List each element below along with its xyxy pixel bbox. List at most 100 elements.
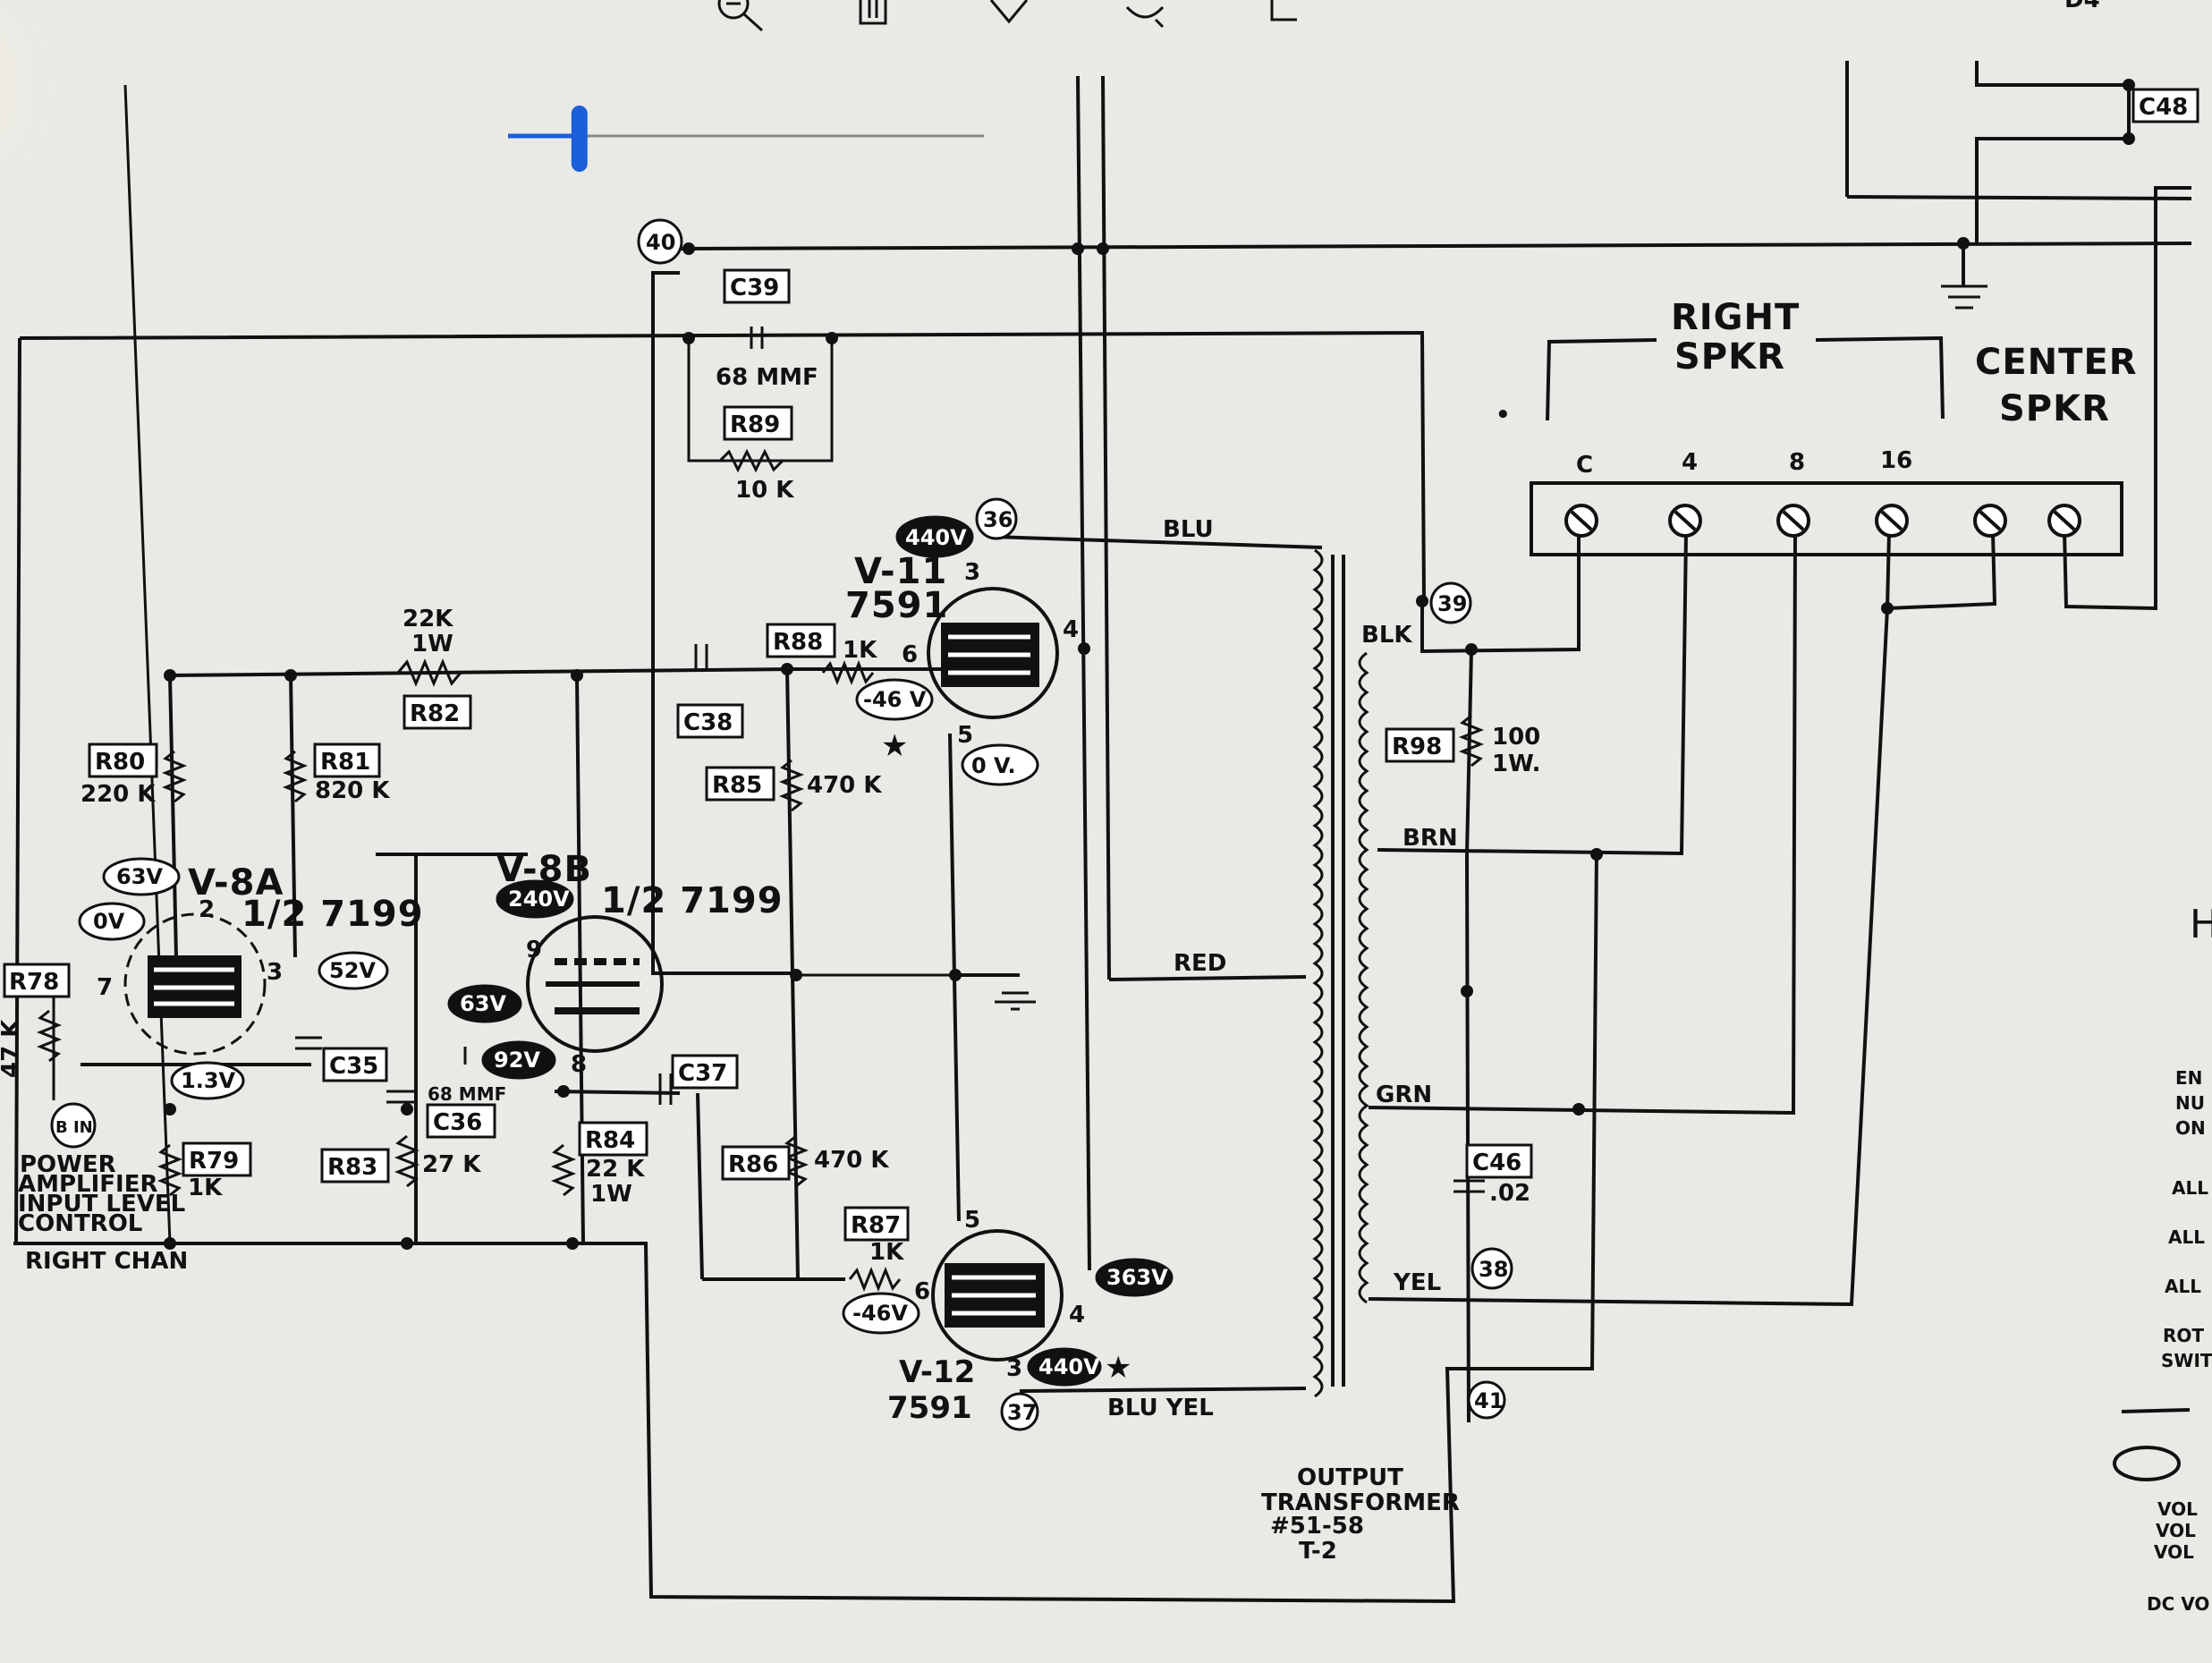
pin-4: 4: [1063, 616, 1079, 643]
svg-text:63V: 63V: [460, 991, 506, 1016]
svg-text:R85: R85: [712, 772, 762, 799]
junction-dots: [164, 79, 2135, 1250]
zoom-slider-thumb[interactable]: [571, 106, 588, 172]
svg-text:ALL: ALL: [2172, 1177, 2208, 1199]
svg-text:R98: R98: [1392, 734, 1442, 760]
svg-text:-46 V: -46 V: [863, 687, 927, 712]
tube-v8b: V-8B 1/2 7199: [496, 849, 783, 1053]
svg-text:ROT: ROT: [2163, 1325, 2204, 1346]
terminal-screw-icon: [1776, 504, 1810, 538]
transformer-label: OUTPUT TRANSFORMER #51-58 T-2: [1261, 1464, 1460, 1565]
svg-text:240V: 240V: [508, 887, 570, 912]
right-speaker-label-2: SPKR: [1674, 336, 1785, 378]
pin-4: 4: [1069, 1302, 1085, 1328]
wire-blu-label: BLU: [1163, 516, 1214, 543]
svg-text:R89: R89: [730, 412, 780, 438]
r84-value-1: 22 K: [586, 1156, 645, 1183]
pin-9: 9: [526, 937, 542, 963]
label-c36: C36: [426, 1103, 496, 1139]
label-r78: R78: [3, 963, 71, 998]
center-speaker-label-2: SPKR: [1999, 388, 2110, 429]
svg-text:R86: R86: [728, 1151, 778, 1178]
pin-5: 5: [964, 1207, 980, 1234]
input-level-control-label: POWER AMPLIFIER INPUT LEVEL CONTROL RIGH…: [18, 1151, 188, 1275]
pin-6: 6: [902, 641, 918, 668]
pin-3: 3: [964, 559, 980, 586]
zoom-slider[interactable]: [508, 106, 984, 172]
r81-value: 820 K: [315, 777, 390, 804]
svg-text:POWER: POWER: [20, 1151, 116, 1178]
pin-3: 3: [1006, 1355, 1022, 1382]
r80-value: 220 K: [81, 781, 156, 808]
voltage-v8a-cathode: 1.3V: [170, 1061, 245, 1100]
wire-blu-yel-label: BLU YEL: [1107, 1395, 1214, 1421]
svg-text:NU: NU: [2175, 1092, 2205, 1114]
label-c48: C48: [2131, 88, 2199, 123]
zoom-in-icon[interactable]: [717, 0, 764, 32]
r78-value: 47 K: [0, 1019, 24, 1078]
r79-value: 1K: [188, 1175, 223, 1201]
svg-text:440V: 440V: [1038, 1354, 1100, 1379]
wire-grn-label: GRN: [1376, 1082, 1432, 1108]
svg-text:R87: R87: [851, 1212, 901, 1239]
tube-v8a: V-8A 1/2 7199: [123, 862, 423, 1056]
svg-text:363V: 363V: [1106, 1265, 1168, 1290]
node-40: 40: [637, 218, 683, 265]
terminal-screw-icon: [1875, 504, 1909, 538]
svg-text:C46: C46: [1472, 1150, 1521, 1176]
star-icon: ★: [881, 728, 908, 764]
svg-text:TRANSFORMER: TRANSFORMER: [1261, 1489, 1460, 1516]
svg-text:C36: C36: [433, 1109, 482, 1136]
voltage-v11-plate: 440V: [895, 515, 974, 558]
terminal-screw-icon: [2047, 504, 2081, 538]
tube-v11: V-11 7591: [845, 551, 1059, 719]
heart-icon[interactable]: [989, 0, 1029, 24]
wire-yel-label: YEL: [1393, 1269, 1441, 1296]
label-r88: R88: [766, 623, 836, 658]
svg-text:AMPLIFIER: AMPLIFIER: [18, 1171, 158, 1198]
svg-text:37: 37: [1007, 1400, 1037, 1425]
r98-value-2: 1W.: [1492, 751, 1541, 777]
svg-text:63V: 63V: [116, 864, 163, 889]
label-r98: R98: [1385, 727, 1455, 763]
r87-value: 1K: [869, 1239, 904, 1266]
c39-value: 68 MMF: [716, 364, 818, 391]
svg-text:R78: R78: [9, 969, 59, 996]
v12-label: V-12: [899, 1354, 975, 1390]
label-r80: R80: [88, 742, 158, 778]
label-r82: R82: [403, 694, 472, 730]
terminal-screw-icon: [1668, 504, 1702, 538]
svg-text:ON: ON: [2175, 1117, 2206, 1139]
svg-text:DC VO: DC VO: [2147, 1593, 2209, 1615]
label-c37: C37: [671, 1054, 739, 1090]
r85-value: 470 K: [807, 772, 882, 799]
node-b-in: B IN: [50, 1102, 97, 1149]
v12-type: 7591: [887, 1390, 972, 1426]
pin-5: 5: [957, 722, 973, 749]
svg-text:40: 40: [646, 230, 675, 255]
terminal-screw-icon: [1973, 504, 2007, 538]
crop-icon[interactable]: [1270, 0, 1297, 21]
node-39: 39: [1429, 581, 1472, 624]
svg-text:RIGHT CHAN: RIGHT CHAN: [25, 1248, 188, 1275]
label-r85: R85: [705, 766, 775, 802]
terminal-c-label: C: [1576, 452, 1593, 479]
svg-text:B IN: B IN: [55, 1118, 93, 1137]
rotate-icon[interactable]: [1125, 5, 1165, 29]
r88-value: 1K: [843, 637, 877, 664]
svg-text:C48: C48: [2139, 94, 2188, 121]
v11-type: 7591: [845, 585, 948, 626]
c46-value: .02: [1489, 1180, 1530, 1207]
svg-text:T-2: T-2: [1299, 1538, 1337, 1565]
r82-value-1: 22K: [403, 606, 453, 632]
legend-column: EN NU ON ALL ALL ALL ROT SWIT VOL VOL VO…: [2113, 902, 2212, 1615]
label-r84: R84: [578, 1121, 648, 1157]
svg-text:R84: R84: [585, 1127, 635, 1154]
svg-text:C38: C38: [683, 709, 733, 736]
label-c38: C38: [676, 703, 744, 739]
terminal-4-label: 4: [1682, 449, 1698, 476]
trash-icon[interactable]: [859, 0, 887, 25]
pin-6: 6: [914, 1278, 930, 1305]
r86-value: 470 K: [814, 1147, 889, 1174]
